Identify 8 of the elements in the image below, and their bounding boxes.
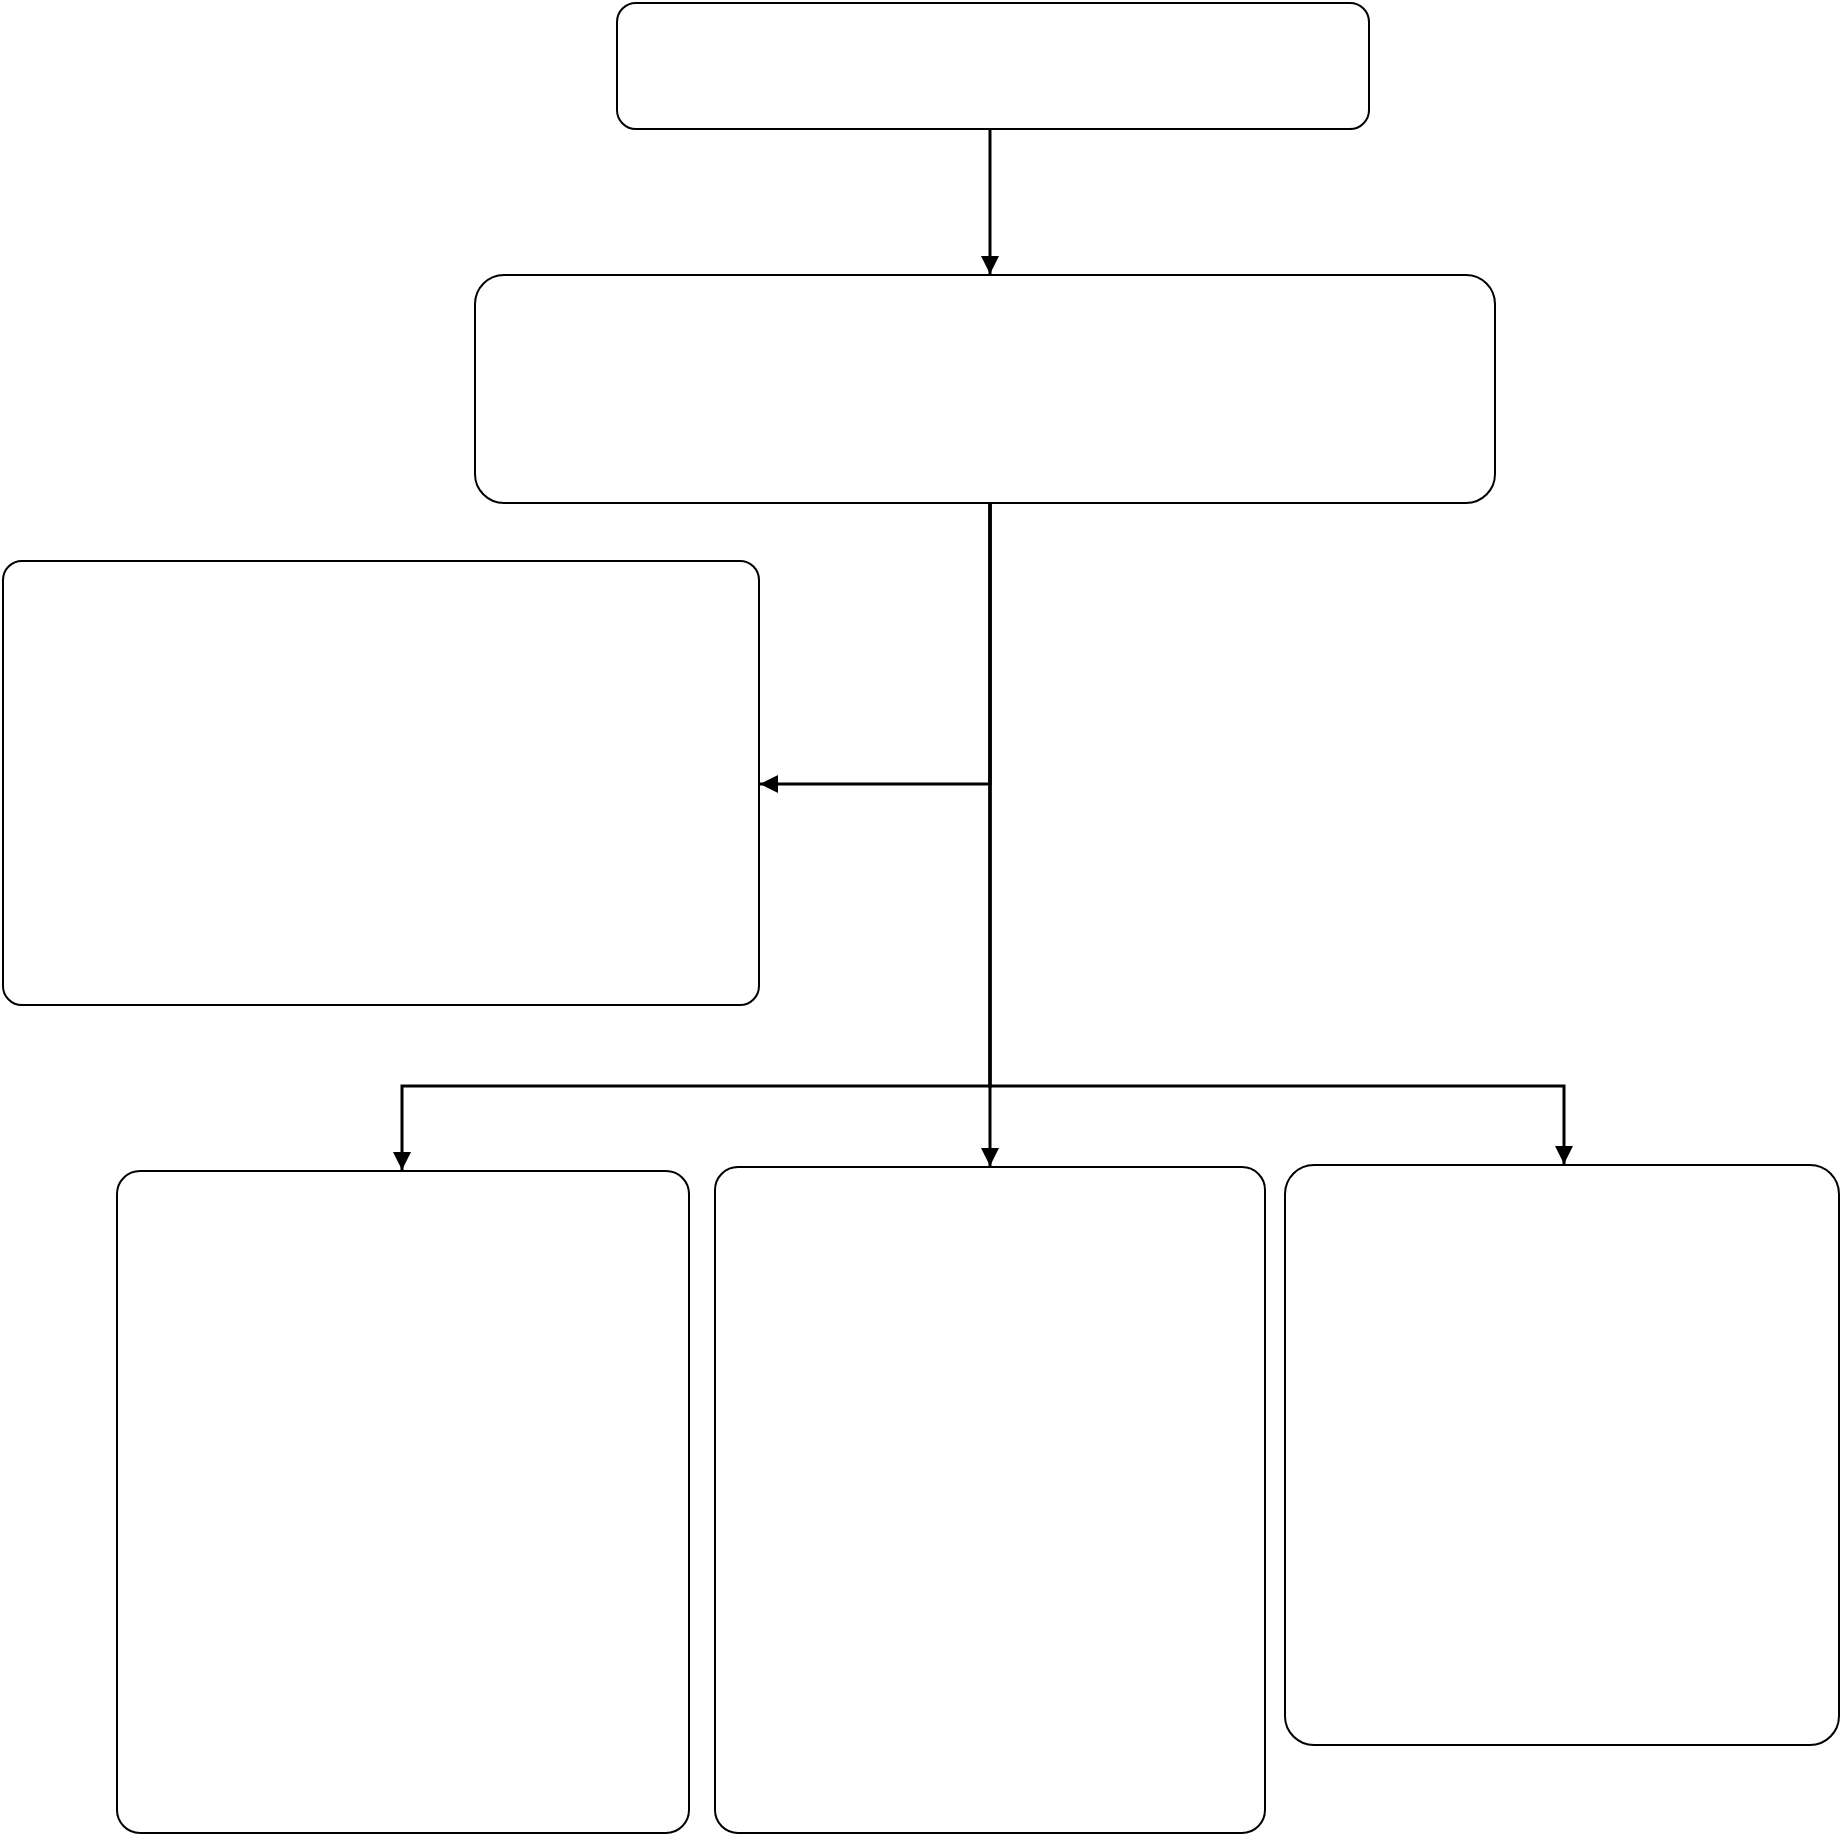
rounded-box — [616, 2, 1370, 130]
rounded-box — [1284, 1164, 1840, 1746]
arrow — [988, 504, 1573, 1164]
rounded-box — [2, 560, 760, 1006]
rounded-box — [474, 274, 1496, 504]
rounded-box — [116, 1170, 690, 1834]
rounded-box — [714, 1166, 1266, 1834]
arrow — [981, 130, 999, 274]
